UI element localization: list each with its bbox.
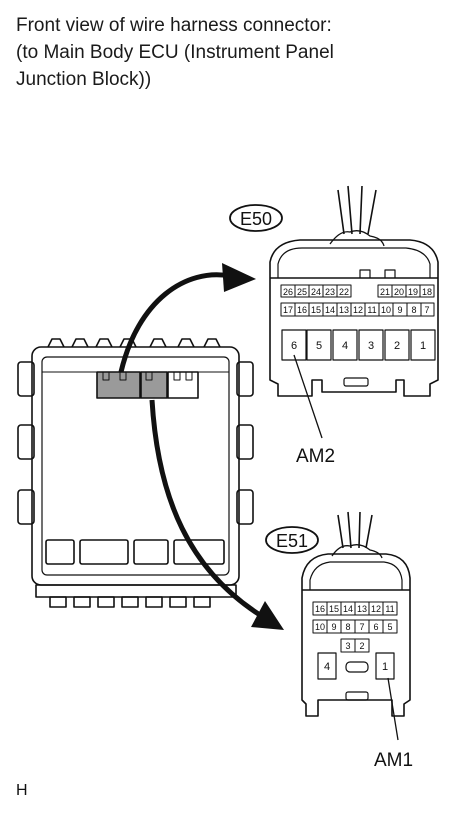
svg-text:2: 2: [394, 340, 400, 352]
e51-pin-numbers-row2: 10 9 8 7 6 5: [315, 622, 393, 632]
arrow-to-e51: [149, 399, 284, 630]
svg-text:2: 2: [359, 641, 364, 651]
diagram-title: Front view of wire harness connector: (t…: [16, 12, 456, 93]
svg-text:20: 20: [394, 287, 404, 297]
connector-label-e50: [229, 204, 283, 232]
svg-text:25: 25: [297, 287, 307, 297]
junction-block: [17, 338, 254, 608]
e51-cavity-row2: [312, 619, 398, 634]
title-line-2: (to Main Body ECU (Instrument Panel: [16, 42, 334, 63]
svg-text:10: 10: [315, 622, 325, 632]
svg-text:14: 14: [343, 604, 353, 614]
svg-text:15: 15: [329, 604, 339, 614]
e50-pin-numbers-mid: 17 16 15 14 13 12 11 10 9 8 7: [283, 305, 430, 315]
arrow-to-e50: [118, 263, 256, 373]
e50-cavity-row-mid: [280, 302, 435, 317]
e51-pin-left: 4: [324, 661, 330, 673]
svg-text:10: 10: [381, 305, 391, 315]
connector-id-e51: E51: [276, 531, 308, 551]
svg-text:15: 15: [311, 305, 321, 315]
callout-line-am1: [387, 677, 399, 741]
e51-cavity-large: [317, 652, 395, 680]
e50-pin-numbers-big: 6 5 4 3 2 1: [291, 340, 426, 352]
e51-cavity-row1: [312, 601, 398, 616]
e50-cavity-row-top: [280, 284, 435, 298]
callout-am2: AM2: [296, 446, 335, 467]
arrow-head-e51: [251, 601, 284, 630]
e50-cavity-row-big: [281, 329, 436, 361]
svg-text:21: 21: [380, 287, 390, 297]
e51-cavity-row3: [340, 638, 370, 653]
svg-text:19: 19: [408, 287, 418, 297]
callout-am1: AM1: [374, 750, 413, 771]
svg-text:9: 9: [331, 622, 336, 632]
svg-text:6: 6: [373, 622, 378, 632]
svg-text:3: 3: [345, 641, 350, 651]
callout-line-am2: [293, 354, 323, 439]
svg-text:11: 11: [367, 305, 376, 315]
svg-text:5: 5: [316, 340, 322, 352]
svg-text:22: 22: [339, 287, 349, 297]
svg-text:3: 3: [368, 340, 374, 352]
svg-text:16: 16: [297, 305, 307, 315]
e51-pin-numbers-row3: 3 2: [345, 641, 364, 651]
connector-id-e50: E50: [240, 209, 272, 229]
svg-text:23: 23: [325, 287, 335, 297]
svg-text:4: 4: [342, 340, 348, 352]
e51-pin-numbers-row1: 16 15 14 13 12 11: [315, 604, 395, 614]
e50-pin-numbers-top: 26 25 24 23 22 21 20 19 18: [283, 287, 432, 297]
svg-text:17: 17: [283, 305, 293, 315]
connector-e51: E51: [265, 511, 411, 717]
svg-text:16: 16: [315, 604, 325, 614]
svg-text:6: 6: [291, 340, 297, 352]
connector-e50: E50: [229, 185, 439, 397]
svg-text:26: 26: [283, 287, 293, 297]
connector-label-e51: [265, 526, 319, 554]
title-line-1: Front view of wire harness connector:: [16, 15, 332, 36]
svg-text:8: 8: [411, 305, 416, 315]
svg-text:7: 7: [424, 305, 429, 315]
figure-code: H: [16, 782, 28, 799]
svg-text:12: 12: [353, 305, 363, 315]
svg-text:1: 1: [420, 340, 426, 352]
svg-text:7: 7: [359, 622, 364, 632]
svg-text:5: 5: [387, 622, 392, 632]
svg-text:18: 18: [422, 287, 432, 297]
title-line-3: Junction Block)): [16, 69, 152, 90]
svg-text:24: 24: [311, 287, 321, 297]
svg-text:8: 8: [345, 622, 350, 632]
arrow-head-e50: [222, 263, 256, 292]
svg-text:13: 13: [357, 604, 367, 614]
e51-pin-right: 1: [382, 661, 388, 673]
svg-text:11: 11: [385, 604, 394, 614]
svg-text:14: 14: [325, 305, 335, 315]
svg-text:12: 12: [371, 604, 381, 614]
svg-text:9: 9: [397, 305, 402, 315]
svg-text:13: 13: [339, 305, 349, 315]
